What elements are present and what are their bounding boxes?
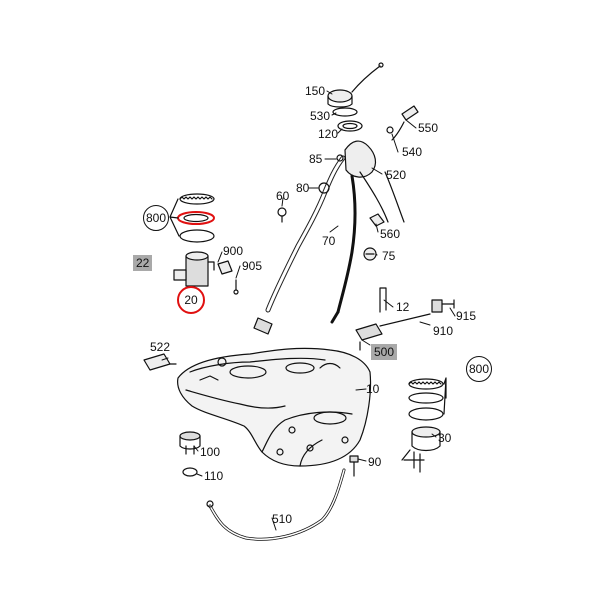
seal-ring-right	[408, 392, 444, 404]
sender-900	[217, 260, 233, 275]
callout-85: 85	[309, 152, 323, 166]
fuel-cap	[327, 62, 384, 108]
callout-900: 900	[223, 244, 244, 258]
ring-110	[182, 467, 198, 477]
clip-560	[369, 213, 385, 227]
callout-560: 560	[380, 227, 401, 241]
callout-540: 540	[402, 145, 423, 159]
fitting-915	[431, 299, 455, 313]
callout-120: 120	[318, 127, 339, 141]
callout-910: 910	[433, 324, 454, 338]
fuel-tank	[177, 347, 372, 467]
callout-800-left: 800	[143, 205, 169, 231]
fuel-pump-right	[401, 426, 441, 473]
pump-100	[179, 431, 201, 455]
bolt	[277, 207, 287, 223]
callout-550: 550	[418, 121, 439, 135]
callout-20: 20	[177, 286, 205, 314]
fitting-905	[233, 279, 239, 295]
callout-915: 915	[456, 309, 477, 323]
callout-70: 70	[322, 234, 336, 248]
bracket-800-left	[169, 198, 180, 237]
leader-lines	[161, 90, 456, 531]
gasket-left	[179, 229, 215, 243]
bracket-522	[143, 353, 177, 371]
sensor-500	[355, 313, 431, 351]
bracket-12	[379, 287, 387, 313]
grommet-small	[318, 182, 330, 194]
clip-small	[386, 126, 394, 134]
callout-520: 520	[386, 168, 407, 182]
callout-90: 90	[368, 455, 382, 469]
bracket-800-right	[443, 377, 447, 415]
seal-ring	[332, 107, 358, 117]
callout-530: 530	[310, 109, 331, 123]
callout-150: 150	[305, 84, 326, 98]
fuel-pump-module	[173, 251, 215, 287]
callout-30: 30	[438, 431, 452, 445]
callout-80: 80	[296, 181, 310, 195]
vent-hose	[391, 105, 419, 141]
collar-ring	[337, 120, 363, 132]
seal-ring-left-inner	[183, 213, 209, 223]
callout-12: 12	[396, 300, 410, 314]
valve-75	[363, 247, 377, 261]
callout-522: 522	[150, 340, 171, 354]
callout-60: 60	[276, 189, 290, 203]
callout-10: 10	[366, 382, 380, 396]
hose-510	[206, 468, 346, 541]
filler-neck	[253, 140, 405, 335]
lock-ring-left	[179, 193, 215, 205]
callout-500: 500	[371, 344, 398, 360]
callout-100: 100	[200, 445, 221, 459]
gasket-right	[408, 407, 444, 421]
bolt-90	[349, 455, 359, 477]
callout-22: 22	[133, 255, 153, 271]
callout-75: 75	[382, 249, 396, 263]
lock-ring-right	[408, 378, 444, 390]
callout-110: 110	[204, 469, 224, 483]
callout-800-right: 800	[466, 356, 492, 382]
callout-510: 510	[272, 512, 293, 526]
callout-905: 905	[242, 259, 263, 273]
grommet	[336, 154, 344, 162]
